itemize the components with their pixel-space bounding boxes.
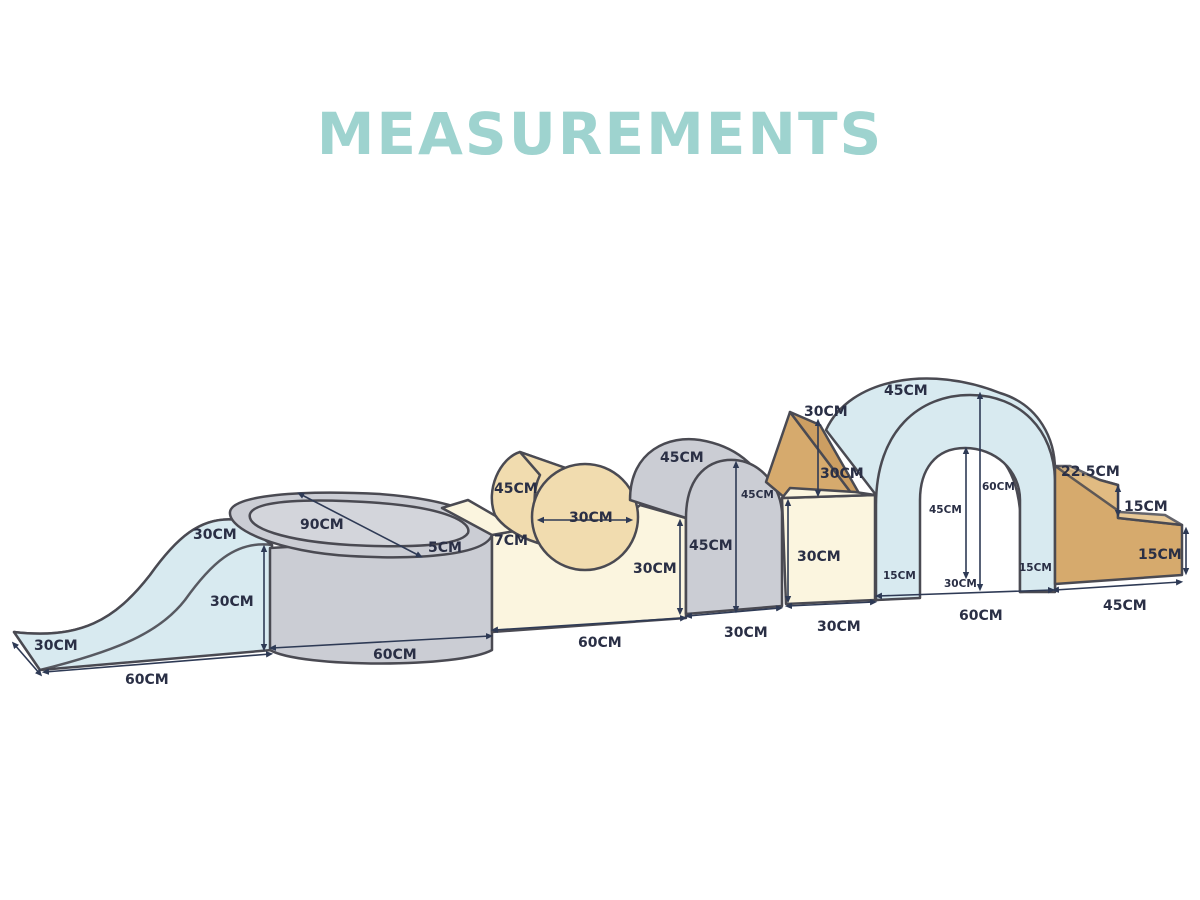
pit-wall-label: 5CM	[428, 540, 462, 556]
dimension-lines	[11, 391, 1190, 677]
steps-height-label: 15CM	[1138, 547, 1182, 563]
arch-inner-width-label: 30CM	[944, 578, 977, 590]
wedge-height-label: 30CM	[820, 466, 864, 482]
arch-leg-left-label: 15CM	[883, 570, 916, 582]
cube-height-label: 30CM	[797, 549, 841, 565]
cylinder-diameter-label: 30CM	[569, 510, 613, 526]
arch-height-label: 60CM	[982, 481, 1015, 493]
steps-length-label: 45CM	[1103, 598, 1147, 614]
dimension-labels: 30CM 60CM 30CM 30CM 90CM 5CM 60CM 7CM 30…	[34, 383, 1182, 688]
cube-block	[780, 486, 877, 606]
saddle-lip-label: 7CM	[494, 533, 528, 549]
page-title: MEASUREMENTS	[316, 100, 884, 168]
ramp-width-label: 30CM	[34, 638, 78, 654]
steps-step-label: 15CM	[1124, 499, 1168, 515]
halfmoon-height-label: 45CM	[689, 538, 733, 554]
halfmoon-length-label: 45CM	[660, 450, 704, 466]
arch-inner-height-label: 45CM	[929, 504, 962, 516]
steps	[1053, 464, 1184, 586]
ramp-height-label: 30CM	[210, 594, 254, 610]
arch-leg-right-label: 15CM	[1019, 562, 1052, 574]
cube-base-label: 30CM	[817, 619, 861, 635]
arch-depth-label: 45CM	[884, 383, 928, 399]
saddle-length-label: 60CM	[578, 635, 622, 651]
pit-base-label: 60CM	[373, 647, 417, 663]
halfmoon-base-label: 30CM	[724, 625, 768, 641]
saddle-height-label: 30CM	[633, 561, 677, 577]
pit-diameter-label: 90CM	[300, 517, 344, 533]
ramp-length-label: 60CM	[125, 672, 169, 688]
wedge-side-label: 30CM	[804, 404, 848, 420]
arch-length-label: 60CM	[959, 608, 1003, 624]
cylinder-length-label: 45CM	[494, 481, 538, 497]
halfmoon-depth-label: 45CM	[741, 489, 774, 501]
ramp-top-label: 30CM	[193, 527, 237, 543]
steps-top-label: 22.5CM	[1061, 464, 1120, 480]
